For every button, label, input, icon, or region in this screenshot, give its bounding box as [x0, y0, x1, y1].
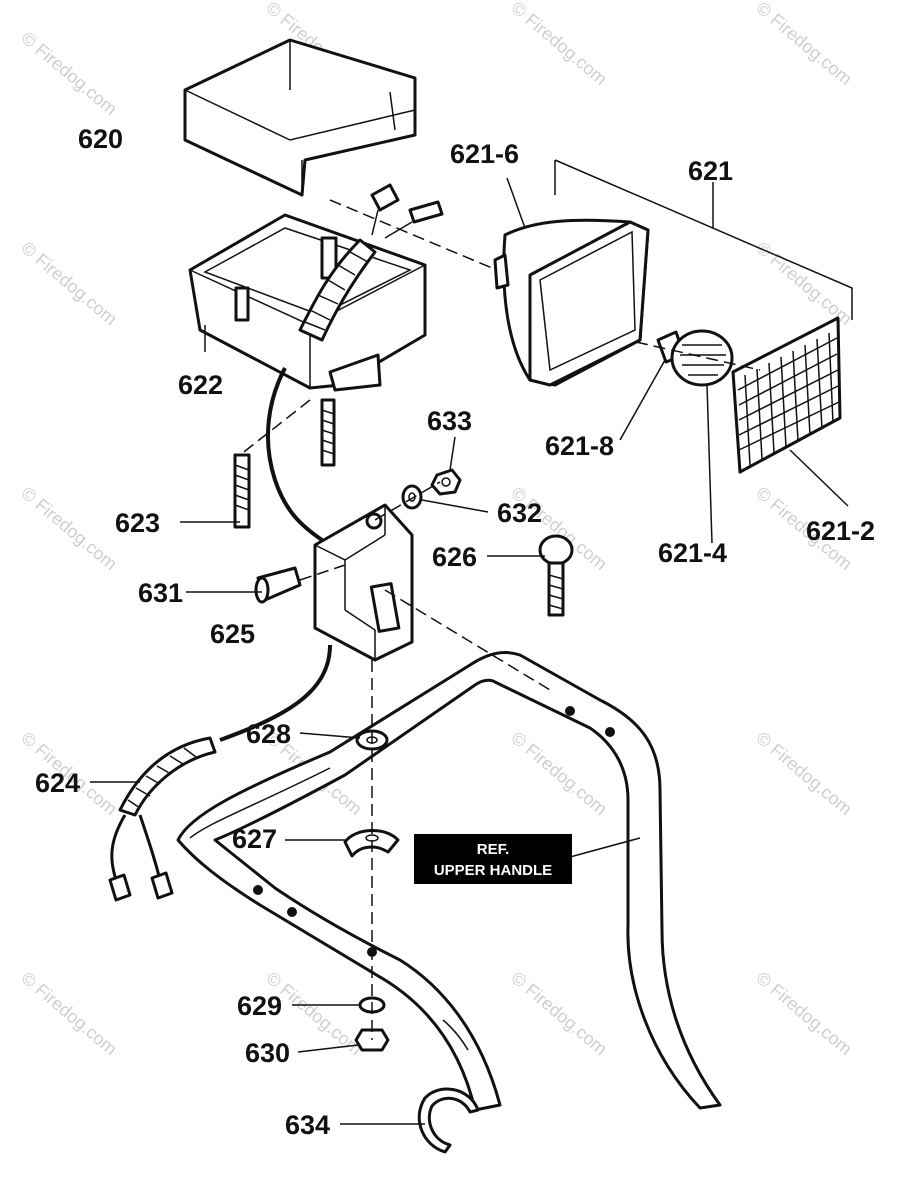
reference-line-2: UPPER HANDLE — [434, 862, 552, 879]
label-633: 633 — [427, 406, 472, 436]
label-623: 623 — [115, 508, 160, 538]
washer-632 — [401, 484, 423, 510]
lamp-body — [493, 218, 650, 387]
lamp-housing-box — [188, 213, 427, 392]
watermark: © Firedog.com — [17, 483, 120, 574]
label-634: 634 — [285, 1110, 330, 1140]
bolt-623 — [233, 453, 251, 529]
label-626: 626 — [432, 542, 477, 572]
assembly-lines — [239, 199, 761, 1040]
reference-line-1: REF. — [477, 841, 510, 858]
reference-box: REF. UPPER HANDLE — [414, 834, 572, 884]
carriage-bolt-626 — [538, 534, 574, 617]
label-628: 628 — [246, 719, 291, 749]
watermark: © Firedog.com — [17, 968, 120, 1059]
label-627: 627 — [232, 824, 277, 854]
group-bracket-621 — [554, 159, 853, 320]
watermark: © Firedog.com — [507, 728, 610, 819]
nut-633 — [430, 468, 462, 496]
label-625: 625 — [210, 619, 255, 649]
lamp-housing-cover — [183, 38, 417, 197]
label-631: 631 — [138, 578, 183, 608]
part-labels: 620 621-6 621 622 633 621-8 632 623 621-… — [35, 124, 875, 1140]
watermark: © Firedog.com — [507, 0, 610, 89]
label-621-2: 621-2 — [806, 516, 875, 546]
wire-terminals — [370, 183, 444, 239]
bulb — [670, 329, 734, 387]
watermark: © Firedog.com — [752, 0, 855, 89]
label-620: 620 — [78, 124, 123, 154]
retaining-clip-634 — [417, 1087, 480, 1154]
label-630: 630 — [245, 1038, 290, 1068]
lamp-lens — [731, 316, 842, 474]
wiring — [108, 367, 332, 902]
label-621-4: 621-4 — [658, 538, 727, 568]
bolt-631 — [254, 566, 302, 604]
label-622: 622 — [178, 370, 223, 400]
label-621-8: 621-8 — [545, 431, 614, 461]
leader-lines — [90, 177, 849, 1125]
bolt-under-housing — [320, 398, 336, 467]
watermark: © Firedog.com — [17, 238, 120, 329]
label-621-6: 621-6 — [450, 139, 519, 169]
label-621: 621 — [688, 156, 733, 186]
watermark: © Firedog.com — [507, 968, 610, 1059]
watermark: © Firedog.com — [752, 968, 855, 1059]
mounting-bracket — [313, 503, 414, 662]
label-624: 624 — [35, 768, 80, 798]
watermark: © Firedog.com — [17, 28, 120, 119]
label-632: 632 — [497, 498, 542, 528]
watermark: © Firedog.com — [752, 728, 855, 819]
label-629: 629 — [237, 991, 282, 1021]
